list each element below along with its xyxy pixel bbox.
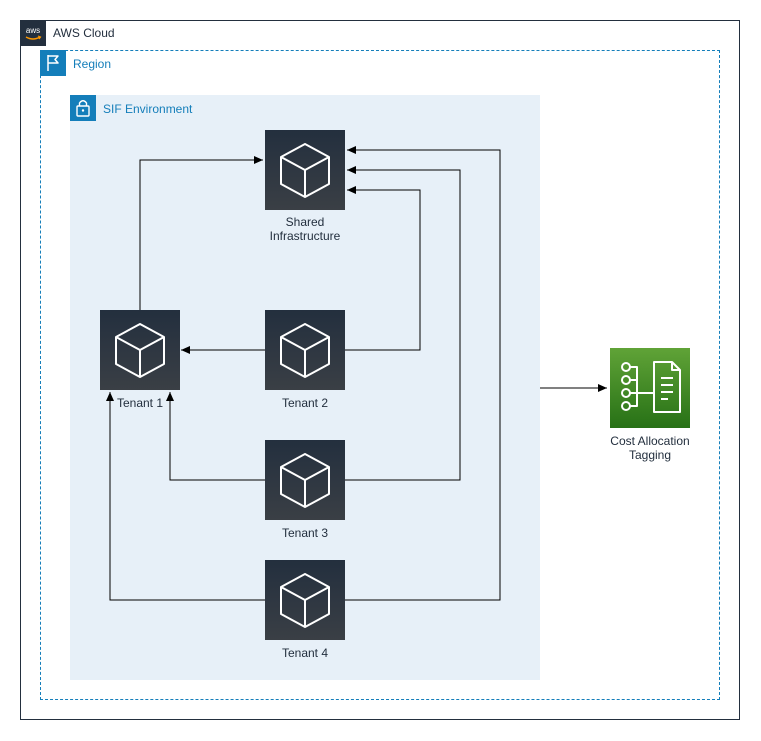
tenant-4-label: Tenant 4 — [281, 646, 329, 660]
cube-icon — [115, 323, 165, 378]
aws-cloud-label: AWS Cloud — [53, 26, 115, 40]
tenant-3-node[interactable] — [265, 440, 345, 520]
shared-infrastructure-node[interactable] — [265, 130, 345, 210]
region-group — [40, 50, 720, 700]
cube-icon — [280, 453, 330, 508]
edge-tenant3-to-tenant1 — [166, 392, 265, 481]
svg-text:aws: aws — [26, 26, 40, 35]
cost-allocation-tags-label: Cost Allocation Tagging — [610, 434, 690, 462]
edge-tenant4-to-tenant1 — [106, 392, 265, 601]
shared-infrastructure-label: Shared Infrastructure — [269, 215, 341, 243]
aws-cloud-group — [20, 20, 740, 720]
cost-allocation-tags-node[interactable] — [610, 348, 690, 428]
edge-tenant2-to-shared — [345, 186, 421, 351]
tenant-3-label: Tenant 3 — [281, 526, 329, 540]
edge-tenant3-to-shared — [345, 166, 461, 481]
flag-icon — [40, 50, 66, 76]
sif-environment-label: SIF Environment — [103, 102, 193, 116]
region-label: Region — [73, 57, 112, 71]
cube-icon — [280, 323, 330, 378]
edge-tenant1-to-shared — [139, 156, 263, 310]
cube-icon — [280, 143, 330, 198]
cube-icon — [280, 573, 330, 628]
lock-icon — [70, 95, 96, 121]
tenant-1-label: Tenant 1 — [116, 396, 164, 410]
edge-tenant4-to-shared — [345, 146, 501, 601]
tenant-2-label: Tenant 2 — [281, 396, 329, 410]
tenant-4-node[interactable] — [265, 560, 345, 640]
tenant-2-node[interactable] — [265, 310, 345, 390]
aws-logo-icon: aws — [20, 20, 46, 46]
cost-allocation-tags-icon — [621, 361, 681, 413]
tenant-1-node[interactable] — [100, 310, 180, 390]
